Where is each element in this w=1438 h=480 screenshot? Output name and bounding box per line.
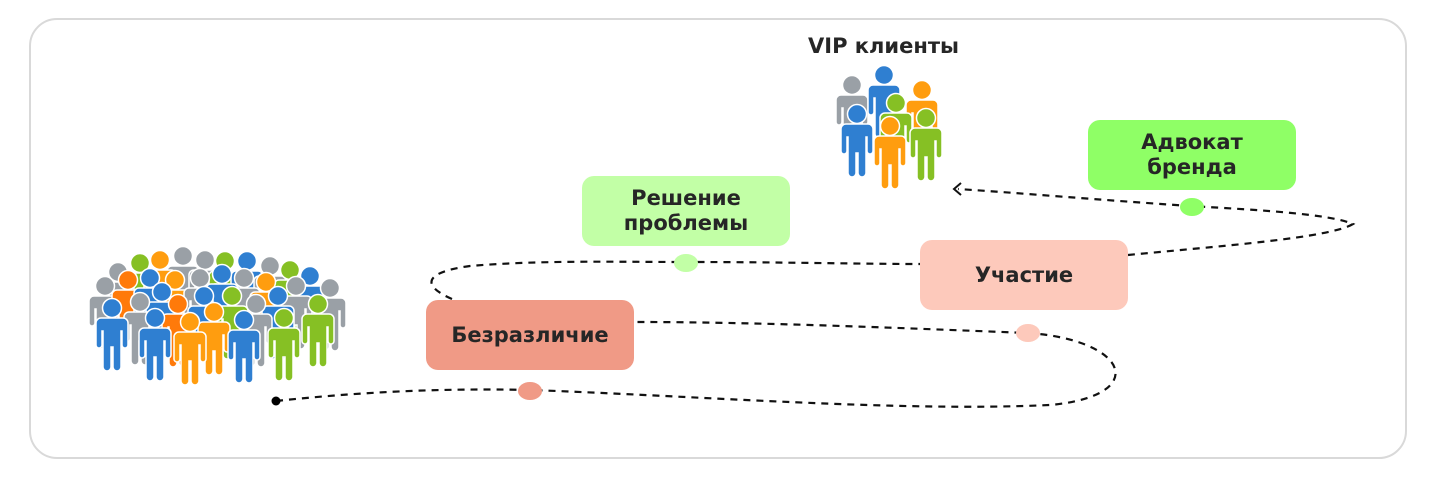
start-dot [271, 396, 281, 406]
stage-problem-solving: Решение проблемы [582, 176, 790, 246]
marker-indifference [518, 382, 542, 400]
arrow-icon [952, 182, 962, 196]
crowd-icon [88, 245, 347, 386]
journey-path-loop-left [430, 260, 921, 301]
stage-participation: Участие [920, 240, 1128, 310]
marker-brand-advocate [1180, 198, 1204, 216]
journey-path-loop-right [957, 187, 1356, 257]
marker-problem-solving [674, 254, 698, 272]
vip-group-icon [835, 64, 943, 190]
stage-brand-advocate-line2: бренда [1147, 155, 1237, 179]
stage-problem-solving-line2: проблемы [623, 211, 749, 235]
stage-indifference: Безразличие [426, 300, 634, 370]
stage-indifference-label: Безразличие [451, 322, 609, 347]
stage-problem-solving-line1: Решение [631, 186, 741, 210]
stage-brand-advocate: Адвокат бренда [1088, 120, 1296, 190]
stage-participation-label: Участие [974, 262, 1074, 287]
stage-brand-advocate-line1: Адвокат [1141, 130, 1243, 154]
journey-path [275, 320, 1117, 408]
vip-clients-label: VIP клиенты [808, 34, 960, 58]
marker-participation [1016, 324, 1040, 342]
